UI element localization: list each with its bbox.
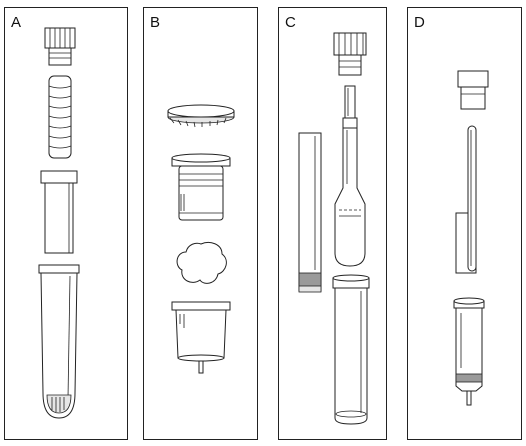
short-tube-icon [40, 170, 78, 254]
jar-icon [171, 153, 231, 221]
thin-column-icon [298, 132, 322, 293]
conical-tube-icon [38, 264, 80, 419]
flower-pad-icon [176, 241, 227, 284]
panel-a: A [4, 7, 128, 440]
syringe-column-icon [453, 297, 485, 406]
large-tube-icon [332, 274, 370, 425]
screw-cap-icon [333, 32, 367, 76]
panel-b-illustration [167, 104, 235, 374]
panel-c-illustration [298, 32, 370, 425]
screw-cap-icon [44, 27, 76, 66]
panel-d: D [407, 7, 522, 440]
rod-bracket-icon [455, 125, 477, 274]
disc-lid-icon [167, 104, 235, 128]
panel-c: C [278, 7, 387, 440]
panel-a-illustration [38, 27, 80, 419]
panel-label-d: D [414, 14, 425, 31]
filter-cup-icon [171, 301, 231, 374]
panel-label-c: C [285, 14, 296, 31]
pipette-icon [334, 85, 366, 267]
panel-b: B [143, 7, 258, 440]
panel-d-illustration [453, 70, 489, 406]
small-cap-icon [457, 70, 489, 110]
ribbed-sleeve-icon [48, 75, 72, 159]
panel-label-a: A [11, 14, 22, 31]
panel-label-b: B [150, 14, 161, 31]
